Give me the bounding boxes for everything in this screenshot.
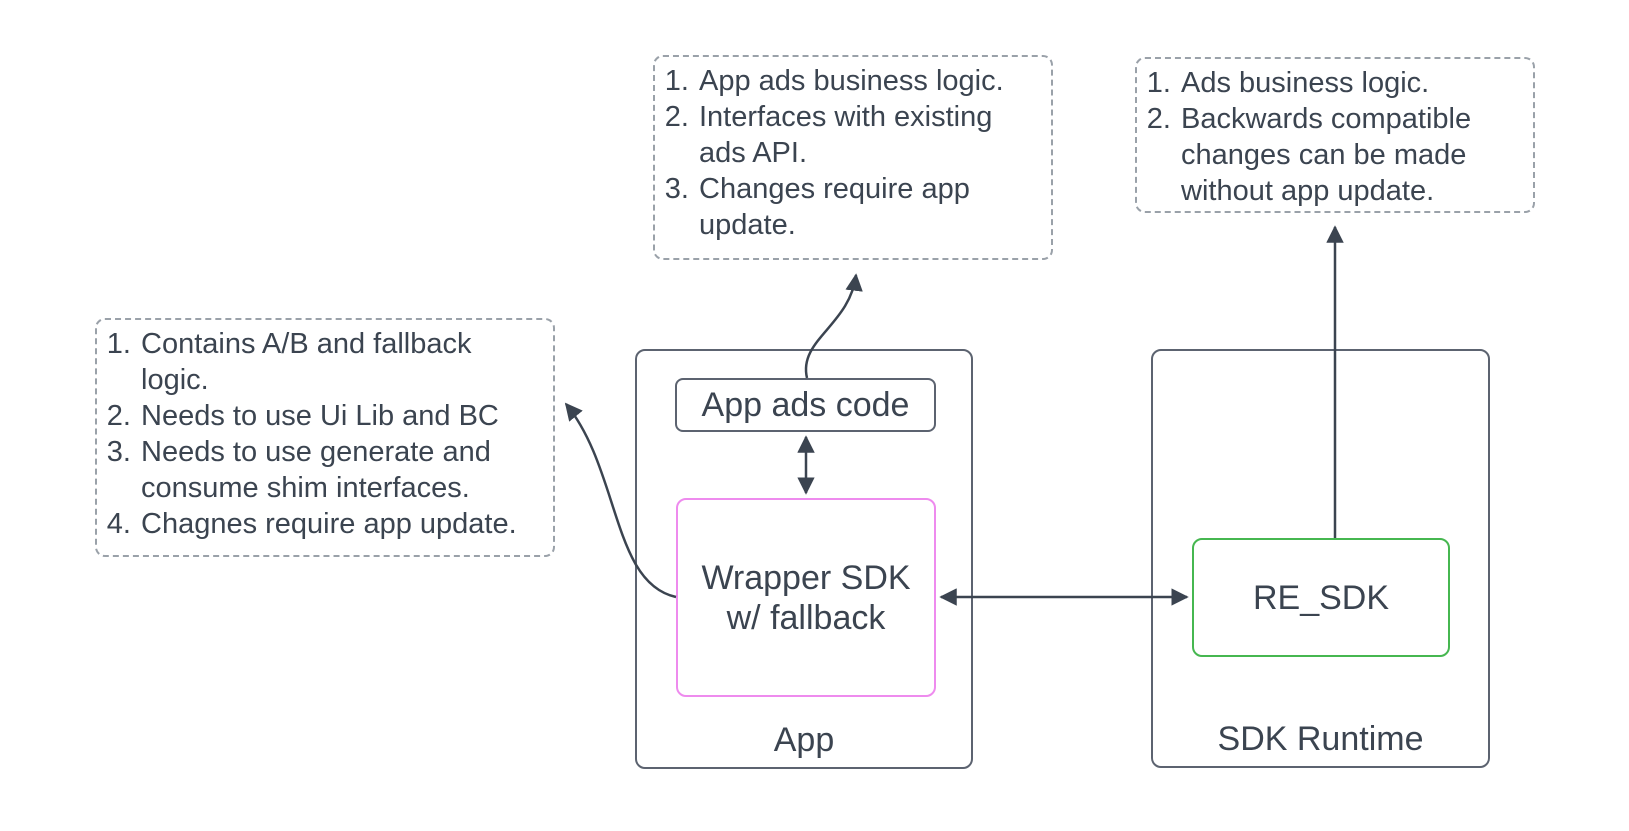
node-re-sdk: RE_SDK	[1192, 538, 1450, 657]
note-item: Changes require app update.	[697, 171, 1043, 243]
note-item: Needs to use generate and consume shim i…	[139, 434, 545, 506]
note-item: Interfaces with existing ads API.	[697, 99, 1043, 171]
note-wrapper-list: Contains A/B and fallback logic.Needs to…	[97, 320, 553, 542]
note-item: Chagnes require app update.	[139, 506, 545, 542]
note-app-ads-list: App ads business logic.Interfaces with e…	[655, 57, 1051, 243]
node-app-ads-code-label: App ads code	[701, 386, 910, 424]
note-app-ads-code: App ads business logic.Interfaces with e…	[653, 55, 1053, 260]
note-re-sdk-list: Ads business logic.Backwards compatible …	[1137, 59, 1533, 209]
note-item: Needs to use Ui Lib and BC	[139, 398, 545, 434]
note-wrapper-sdk: Contains A/B and fallback logic.Needs to…	[95, 318, 555, 557]
container-sdk-runtime-label: SDK Runtime	[1217, 720, 1424, 758]
node-app-ads-code: App ads code	[675, 378, 936, 432]
note-item: Backwards compatible changes can be made…	[1179, 101, 1525, 209]
note-item: Ads business logic.	[1179, 65, 1525, 101]
container-app-label: App	[773, 721, 835, 759]
note-item: App ads business logic.	[697, 63, 1043, 99]
note-item: Contains A/B and fallback logic.	[139, 326, 545, 398]
note-re-sdk: Ads business logic.Backwards compatible …	[1135, 57, 1535, 213]
node-re-sdk-label: RE_SDK	[1252, 578, 1390, 617]
node-wrapper-sdk: Wrapper SDK w/ fallback	[676, 498, 936, 697]
node-wrapper-sdk-label: Wrapper SDK w/ fallback	[701, 558, 911, 637]
